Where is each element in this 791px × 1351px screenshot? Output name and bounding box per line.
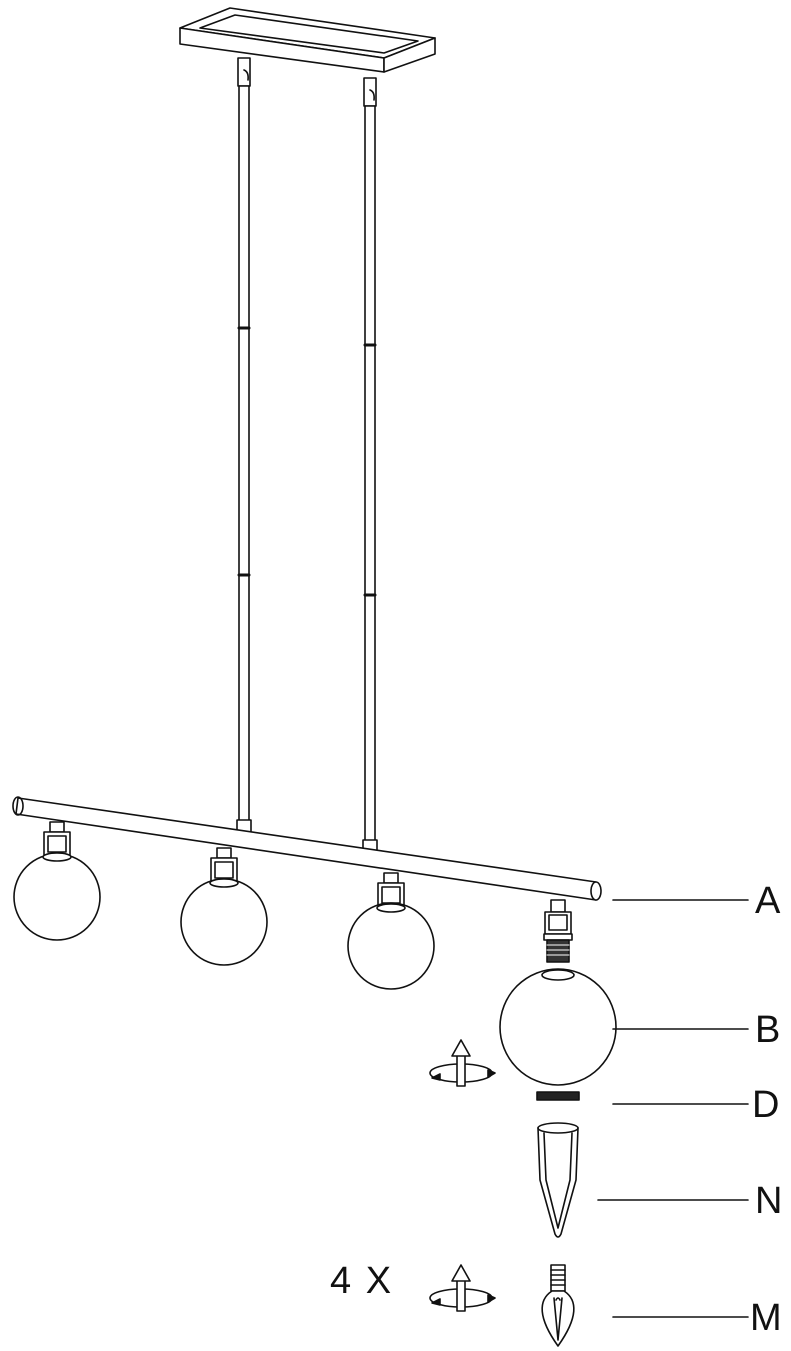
globe-1 [13,821,101,941]
glass-globe-B [499,968,617,1086]
ceiling-canopy [179,7,436,73]
label-D: D [752,1084,780,1126]
lamp-bar-A [12,796,602,901]
globe-3 [347,872,435,990]
suspension-rod-left [236,57,252,833]
candle-bulb-M [541,1264,575,1347]
quantity-label: 4 X [330,1260,394,1302]
label-B: B [755,1009,781,1051]
leader-lines [597,899,749,1318]
lamp-socket [543,899,573,963]
fixing-ring-D [536,1091,580,1101]
suspension-rod-right [362,77,378,853]
globe-2 [180,847,268,966]
flame-shade-N [537,1122,579,1238]
label-N: N [755,1180,783,1222]
rotate-screw-icon [429,1039,496,1087]
label-A: A [755,880,781,922]
label-M: M [750,1297,782,1339]
rotate-screw-icon [429,1264,496,1312]
